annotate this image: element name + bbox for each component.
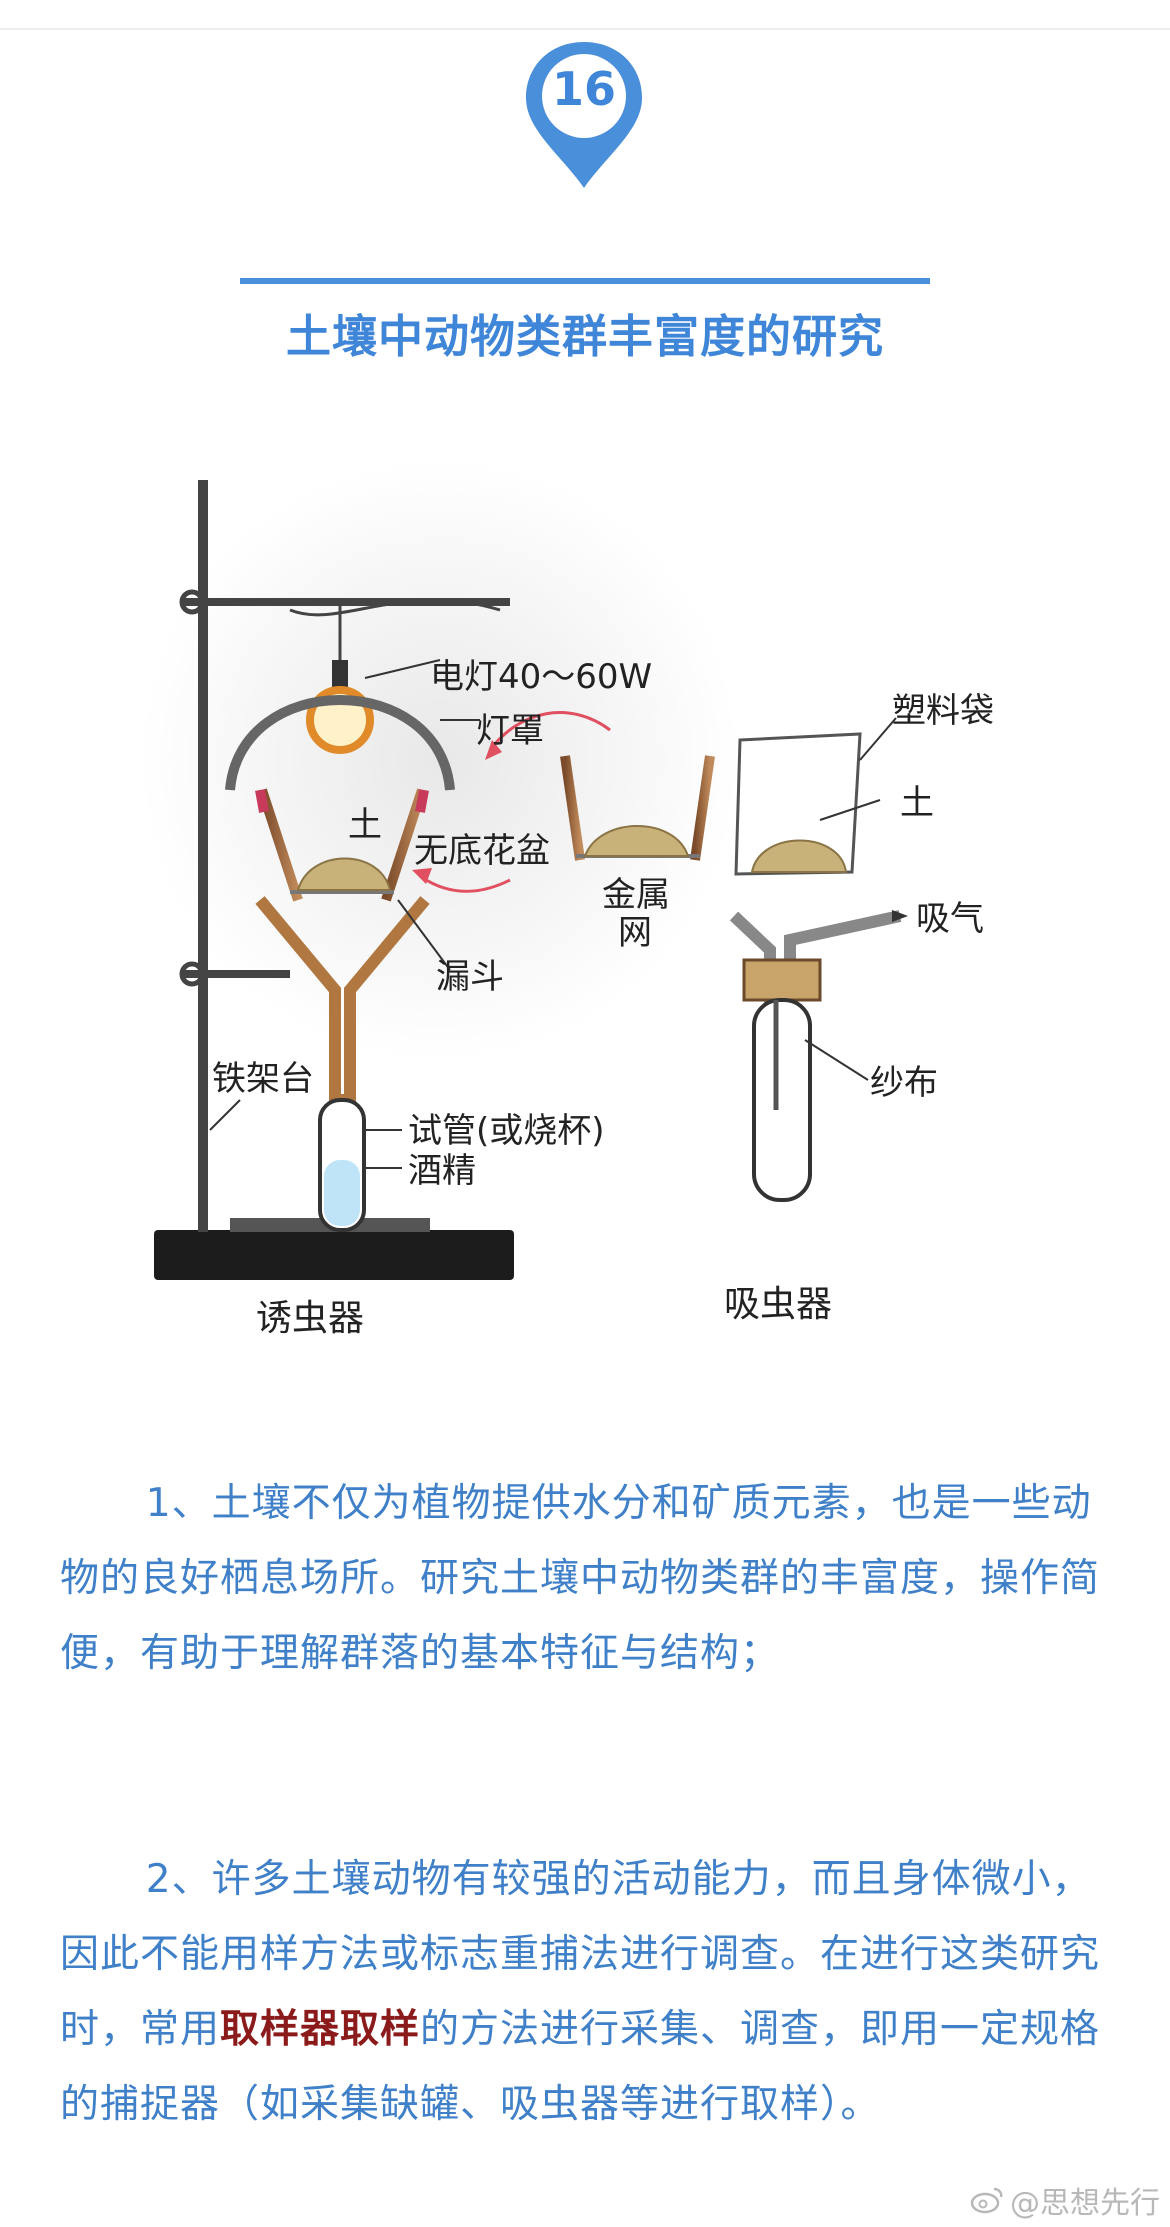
soil-right [750, 839, 848, 873]
label-lamp: 电灯40～60W [430, 657, 652, 697]
weibo-icon [970, 2187, 1003, 2214]
label-funnel: 漏斗 [436, 957, 504, 997]
soil-left [296, 857, 392, 891]
aspirator-tube [752, 998, 812, 1202]
stand-rod [198, 480, 208, 1232]
label-suction: 吸气 [916, 899, 984, 939]
paragraph-2-part-2: 的方法进行采集、调查，即用一定规格的捕捉器（如采集缺罐、吸虫器等进行取样）。 [60, 2007, 1101, 2127]
plastic-bag [734, 732, 862, 876]
stand-base [154, 1230, 514, 1280]
apparatus-figure: 电灯40～60W 灯罩 土 无底花盆 金属 网 塑料袋 土 吸气 漏斗 铁架台 … [140, 460, 1030, 1360]
label-metal-mesh-1: 金属 [602, 875, 670, 915]
label-iron-stand: 铁架台 [212, 1059, 314, 1099]
section-number: 16 [551, 62, 616, 116]
lampshade [225, 695, 455, 791]
page-title: 土壤中动物类群丰富度的研究 [285, 310, 884, 363]
label-metal-mesh-2: 网 [618, 913, 652, 953]
alcohol-liquid [324, 1160, 360, 1226]
watermark: @思想先行 [970, 2178, 1160, 2222]
caption-aspirator: 吸虫器 [724, 1284, 832, 1325]
label-plastic-bag: 塑料袋 [892, 691, 994, 731]
paragraph-2-part-1: 2、许多土壤动物有较强的活动能力，而且身体微小，因此不能用样方法或标志重捕法进行… [60, 1857, 1101, 2052]
watermark-text: @思想先行 [1010, 2186, 1160, 2221]
top-divider [0, 28, 1170, 30]
highlight-sampler: 取样器取样 [220, 2007, 421, 2052]
section-number-badge: 16 [522, 38, 646, 192]
title-underline [240, 278, 930, 284]
label-soil-right: 土 [900, 783, 934, 823]
soil-middle [583, 825, 690, 857]
label-gauze: 纱布 [870, 1063, 938, 1103]
label-bottomless-pot: 无底花盆 [414, 831, 550, 871]
label-soil-left: 土 [348, 805, 382, 845]
location-pin-icon [526, 42, 642, 188]
paragraph-1: 1、土壤不仅为植物提供水分和矿质元素，也是一些动物的良好栖息场所。研究土壤中动物… [60, 1481, 1101, 1676]
label-test-tube: 试管(或烧杯) [408, 1111, 605, 1151]
clamp-arm-top [180, 598, 510, 606]
label-alcohol: 酒精 [408, 1151, 476, 1191]
caption-trap: 诱虫器 [256, 1298, 364, 1339]
paragraph-2: 2、许多土壤动物有较强的活动能力，而且身体微小，因此不能用样方法或标志重捕法进行… [60, 1842, 1110, 2142]
label-lampshade: 灯罩 [476, 711, 544, 751]
